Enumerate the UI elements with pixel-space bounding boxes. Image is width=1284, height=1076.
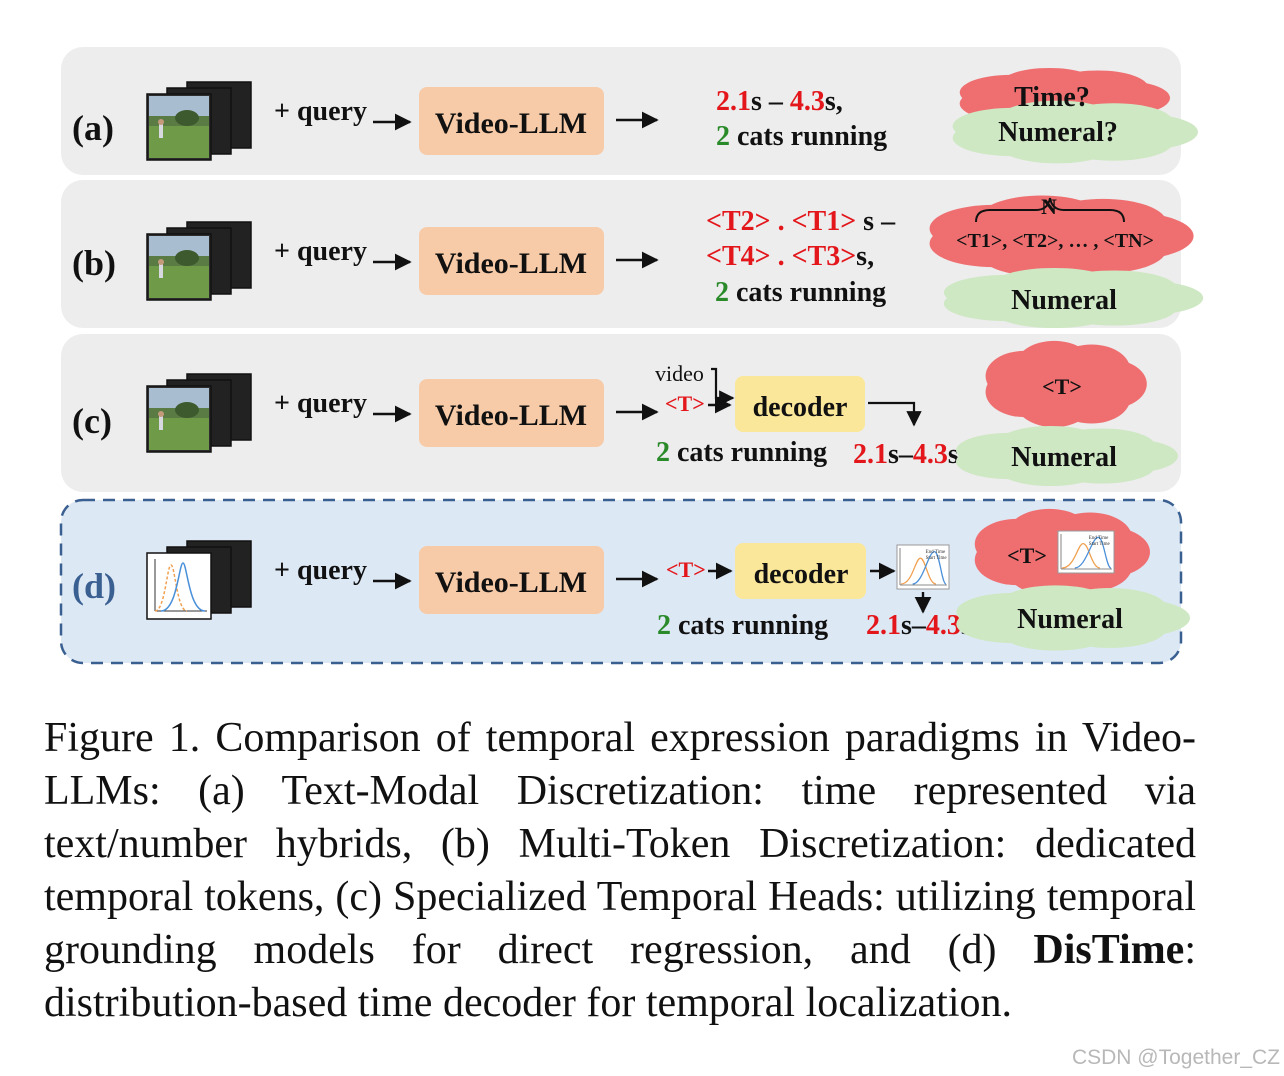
legend-end: End Time — [926, 550, 946, 555]
video-stack — [146, 373, 252, 453]
row-label: (c) — [72, 401, 112, 441]
token-label: <T> — [665, 391, 705, 416]
legend-end: End Time — [1089, 536, 1109, 541]
cloud-time-label: Time? — [1014, 82, 1090, 113]
cloud-numeral-label: Numeral — [1011, 442, 1117, 473]
cloud-tokens — [929, 195, 1194, 277]
brace-label: N — [1041, 194, 1057, 219]
output-caption-b: 2 cats running — [715, 277, 886, 308]
video-llm-box — [419, 379, 604, 447]
panel-a — [61, 47, 1181, 175]
decoder-output-arrow — [868, 401, 922, 427]
cloud-token — [985, 340, 1147, 428]
video-stack — [146, 221, 252, 301]
legend-start: Start Time — [926, 556, 948, 561]
query-label: + query — [274, 236, 367, 267]
video-llm-label: Video-LLM — [435, 566, 587, 599]
cloud-numeral-label: Numeral? — [998, 117, 1118, 148]
output-caption-c: 2 cats running — [656, 437, 827, 468]
cloud-token-label: <T> — [1042, 374, 1082, 399]
video-llm-box — [419, 87, 604, 155]
output-tokens-line2: <T4> . <T3>s, — [706, 241, 874, 272]
video-stack — [146, 540, 252, 620]
figure-caption: Figure 1. Comparison of temporal express… — [44, 712, 1196, 1030]
brace — [975, 197, 1125, 223]
video-llm-box — [419, 227, 604, 295]
output-time-c: 2.1s–4.3s — [853, 439, 959, 470]
row-label: (a) — [72, 108, 114, 148]
video-stack — [146, 81, 252, 161]
video-frame-front — [146, 93, 212, 161]
output-caption-d: 2 cats running — [657, 610, 828, 641]
panel-d — [59, 498, 1183, 665]
cloud-numeral-label: Numeral — [1017, 604, 1123, 635]
video-llm-box — [419, 546, 604, 614]
watermark: CSDN @Together_CZ — [1071, 1046, 1280, 1069]
video-llm-label: Video-LLM — [435, 399, 587, 432]
query-label: + query — [274, 388, 367, 419]
token-label: <T> — [666, 557, 706, 582]
legend-start: Start Time — [1089, 542, 1111, 547]
video-frame-front — [146, 552, 212, 620]
cloud-numeral-label: Numeral — [1011, 285, 1117, 316]
cloud-token-label: <T> — [1007, 543, 1047, 568]
output-time-d: 2.1s–4.3s — [866, 610, 972, 641]
output-time-a: 2.1s – 4.3s, — [716, 86, 843, 117]
output-caption-a: 2 cats running — [716, 121, 887, 152]
decoder-label: decoder — [754, 559, 849, 590]
row-label: (b) — [72, 243, 116, 283]
caption-method-name: DisTime — [1033, 927, 1185, 973]
row-label: (d) — [72, 566, 116, 606]
video-frame-front — [146, 385, 212, 453]
video-input-label: video — [655, 361, 704, 386]
decoder-box — [735, 376, 865, 432]
query-label: + query — [274, 555, 367, 586]
query-label: + query — [274, 96, 367, 127]
caption-suffix: : distribution-based time decoder for te… — [44, 927, 1196, 1026]
video-llm-label: Video-LLM — [435, 107, 587, 140]
cloud-numeral — [956, 585, 1190, 651]
video-llm-label: Video-LLM — [435, 247, 587, 280]
cloud-numeral — [956, 425, 1179, 487]
cloud-tokens-label: <T1>, <T2>, … , <TN> — [956, 230, 1154, 252]
output-tokens-line1: <T2> . <T1> s – — [706, 206, 896, 237]
cloud-numeral — [943, 267, 1204, 329]
cloud-numeral — [952, 100, 1198, 164]
decoder-label: decoder — [753, 392, 848, 423]
video-frame-front — [146, 233, 212, 301]
caption-prefix: Figure 1. Comparison of temporal express… — [44, 715, 1196, 973]
panel-b — [61, 180, 1181, 328]
decoder-box — [735, 543, 866, 599]
